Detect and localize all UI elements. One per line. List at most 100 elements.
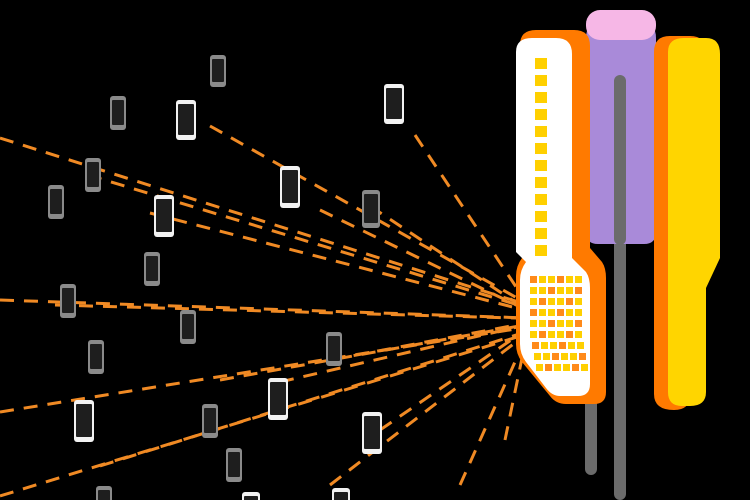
smartphone-icon — [242, 492, 260, 500]
smartphone-icon — [332, 488, 350, 500]
cell-tower-antenna-icon — [516, 10, 720, 500]
antenna-element — [545, 364, 552, 371]
antenna-panel-purple-cap — [586, 10, 656, 40]
signal-beam-icon — [413, 134, 530, 306]
antenna-element — [566, 331, 573, 338]
antenna-element — [566, 320, 573, 327]
antenna-element — [548, 309, 555, 316]
smartphone-icon — [326, 332, 342, 366]
antenna-element — [530, 331, 537, 338]
smartphone-icon — [210, 55, 226, 87]
antenna-element — [530, 298, 537, 305]
antenna-element — [579, 353, 586, 360]
antenna-element — [539, 320, 546, 327]
signal-beam-icon — [379, 327, 529, 432]
antenna-element — [559, 342, 566, 349]
signal-beam-icon — [319, 208, 529, 313]
antenna-element — [570, 353, 577, 360]
antenna-element — [557, 298, 564, 305]
signal-beam-icon — [369, 204, 529, 312]
signal-beam-icon — [503, 328, 530, 441]
antenna-element — [566, 298, 573, 305]
smartphone-icon — [154, 195, 174, 237]
antenna-element-array — [530, 276, 588, 371]
antenna-pole-center-upper — [614, 75, 626, 245]
smartphone-icon — [268, 378, 288, 420]
antenna-element — [535, 228, 547, 239]
smartphone-icon — [362, 412, 382, 454]
smartphone-icon — [74, 400, 94, 442]
smartphone-icon — [384, 84, 404, 124]
signal-beam-icon — [54, 303, 529, 320]
smartphone-icon — [144, 252, 160, 286]
antenna-element — [535, 160, 547, 171]
smartphone-icon — [96, 486, 112, 500]
antenna-element — [557, 287, 564, 294]
antenna-element — [566, 309, 573, 316]
antenna-element — [566, 276, 573, 283]
smartphone-icon — [60, 284, 76, 318]
signal-beam-icon — [209, 124, 529, 306]
signal-beam-icon — [99, 329, 529, 468]
antenna-element — [535, 194, 547, 205]
antenna-element — [566, 287, 573, 294]
antenna-element — [530, 276, 537, 283]
antenna-element — [535, 143, 547, 154]
antenna-element — [539, 276, 546, 283]
antenna-element — [539, 298, 546, 305]
antenna-element — [575, 298, 582, 305]
antenna-element — [535, 58, 547, 69]
smartphone-icon — [180, 310, 196, 344]
antenna-element — [535, 75, 547, 86]
antenna-element — [561, 353, 568, 360]
antenna-element — [539, 309, 546, 316]
antenna-element — [554, 364, 561, 371]
antenna-element — [543, 353, 550, 360]
signal-beams — [0, 124, 530, 498]
smartphone-icon — [280, 166, 300, 208]
antenna-element — [581, 364, 588, 371]
antenna-element — [536, 364, 543, 371]
signal-beam-icon — [149, 211, 529, 313]
signal-beam-icon — [458, 332, 530, 486]
antenna-element — [575, 331, 582, 338]
antenna-element — [548, 276, 555, 283]
antenna-element — [530, 287, 537, 294]
antenna-element — [577, 342, 584, 349]
signal-beam-icon — [329, 331, 529, 487]
antenna-element — [557, 320, 564, 327]
antenna-element — [532, 342, 539, 349]
antenna-element — [568, 342, 575, 349]
smartphone-icon — [362, 190, 380, 228]
antenna-element — [535, 126, 547, 137]
signal-beam-icon — [219, 322, 529, 382]
antenna-element — [548, 287, 555, 294]
smartphone-icon — [88, 340, 104, 374]
antenna-element-column — [535, 58, 547, 256]
antenna-element — [550, 342, 557, 349]
antenna-element — [557, 276, 564, 283]
antenna-element — [563, 364, 570, 371]
antenna-panel-front-face — [516, 38, 590, 396]
smartphones — [48, 55, 404, 500]
smartphone-icon — [110, 96, 126, 130]
antenna-element — [535, 109, 547, 120]
antenna-element — [530, 320, 537, 327]
smartphone-icon — [202, 404, 218, 438]
antenna-element — [575, 309, 582, 316]
smartphone-icon — [48, 185, 64, 219]
antenna-element — [530, 309, 537, 316]
antenna-element — [535, 177, 547, 188]
antenna-element — [548, 320, 555, 327]
signal-beam-icon — [279, 323, 529, 384]
antenna-element — [539, 331, 546, 338]
smartphone-icon — [226, 448, 242, 482]
antenna-element — [557, 331, 564, 338]
antenna-element — [535, 245, 547, 256]
antenna-element — [541, 342, 548, 349]
antenna-element — [539, 287, 546, 294]
antenna-element — [575, 287, 582, 294]
antenna-panel-yellow — [668, 38, 720, 406]
antenna-element — [534, 353, 541, 360]
